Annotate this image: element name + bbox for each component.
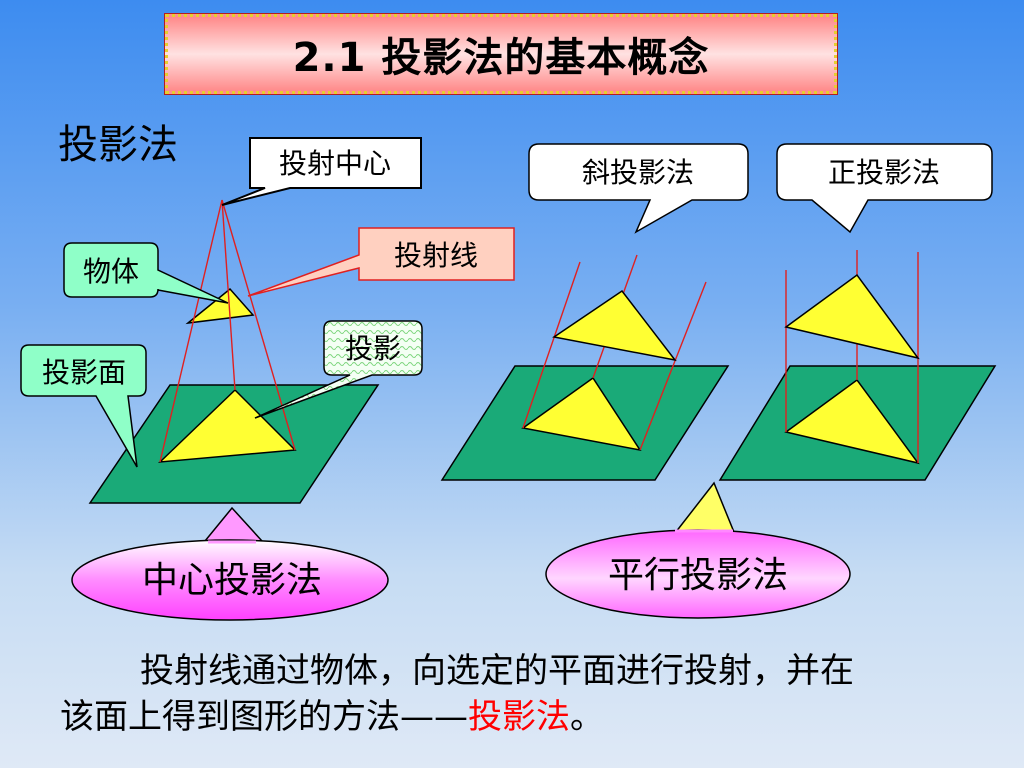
object-triangle-oblique: [552, 289, 677, 362]
section-heading: 投影法: [58, 122, 178, 168]
object-triangle-orthographic: [784, 273, 920, 360]
callout-projection-label: 投影: [345, 332, 401, 365]
callout-orthographic-projection-label: 正投影法: [828, 156, 940, 189]
method-parallel-projection-label: 平行投影法: [608, 555, 788, 596]
projected-triangle-central: [157, 388, 297, 463]
method-central-projection: 中心投影法: [71, 506, 389, 621]
callout-projection-ray-label: 投射线: [394, 239, 478, 272]
slide-title: 2.1 投影法的基本概念: [164, 13, 838, 95]
callout-object: 物体: [63, 242, 229, 304]
method-parallel-projection: 平行投影法: [545, 481, 851, 619]
callout-object-label: 物体: [83, 255, 139, 288]
callout-projection-plane: 投影面: [20, 344, 147, 468]
callout-projection-plane-label: 投影面: [42, 356, 126, 389]
callout-projection-ray: 投射线: [247, 227, 515, 297]
projected-triangle-oblique: [521, 376, 642, 452]
callout-projection-center: 投射中心: [221, 137, 422, 206]
definition-end: 。: [570, 697, 604, 737]
definition-highlight: 投影法: [468, 697, 570, 737]
definition-text: 投射线通过物体，向选定的平面进行投射，并在 该面上得到图形的方法——投影法。: [60, 648, 990, 740]
projected-triangle-orthographic: [784, 378, 920, 465]
callout-projection-center-label: 投射中心: [279, 147, 391, 180]
definition-line-1: 投射线通过物体，向选定的平面进行投射，并在: [60, 648, 990, 694]
callout-oblique-projection-label: 斜投影法: [582, 156, 694, 189]
callout-oblique-projection: 斜投影法: [528, 143, 749, 234]
definition-line-2-text: 该面上得到图形的方法——: [60, 697, 468, 737]
object-triangle-central: [185, 287, 255, 325]
callout-projection: 投影: [254, 320, 423, 419]
callout-orthographic-projection: 正投影法: [776, 143, 993, 234]
definition-line-2: 该面上得到图形的方法——投影法。: [60, 694, 990, 740]
method-central-projection-label: 中心投影法: [142, 560, 322, 601]
definition-line-1-text: 投射线通过物体，向选定的平面进行投射，并在: [140, 651, 854, 691]
